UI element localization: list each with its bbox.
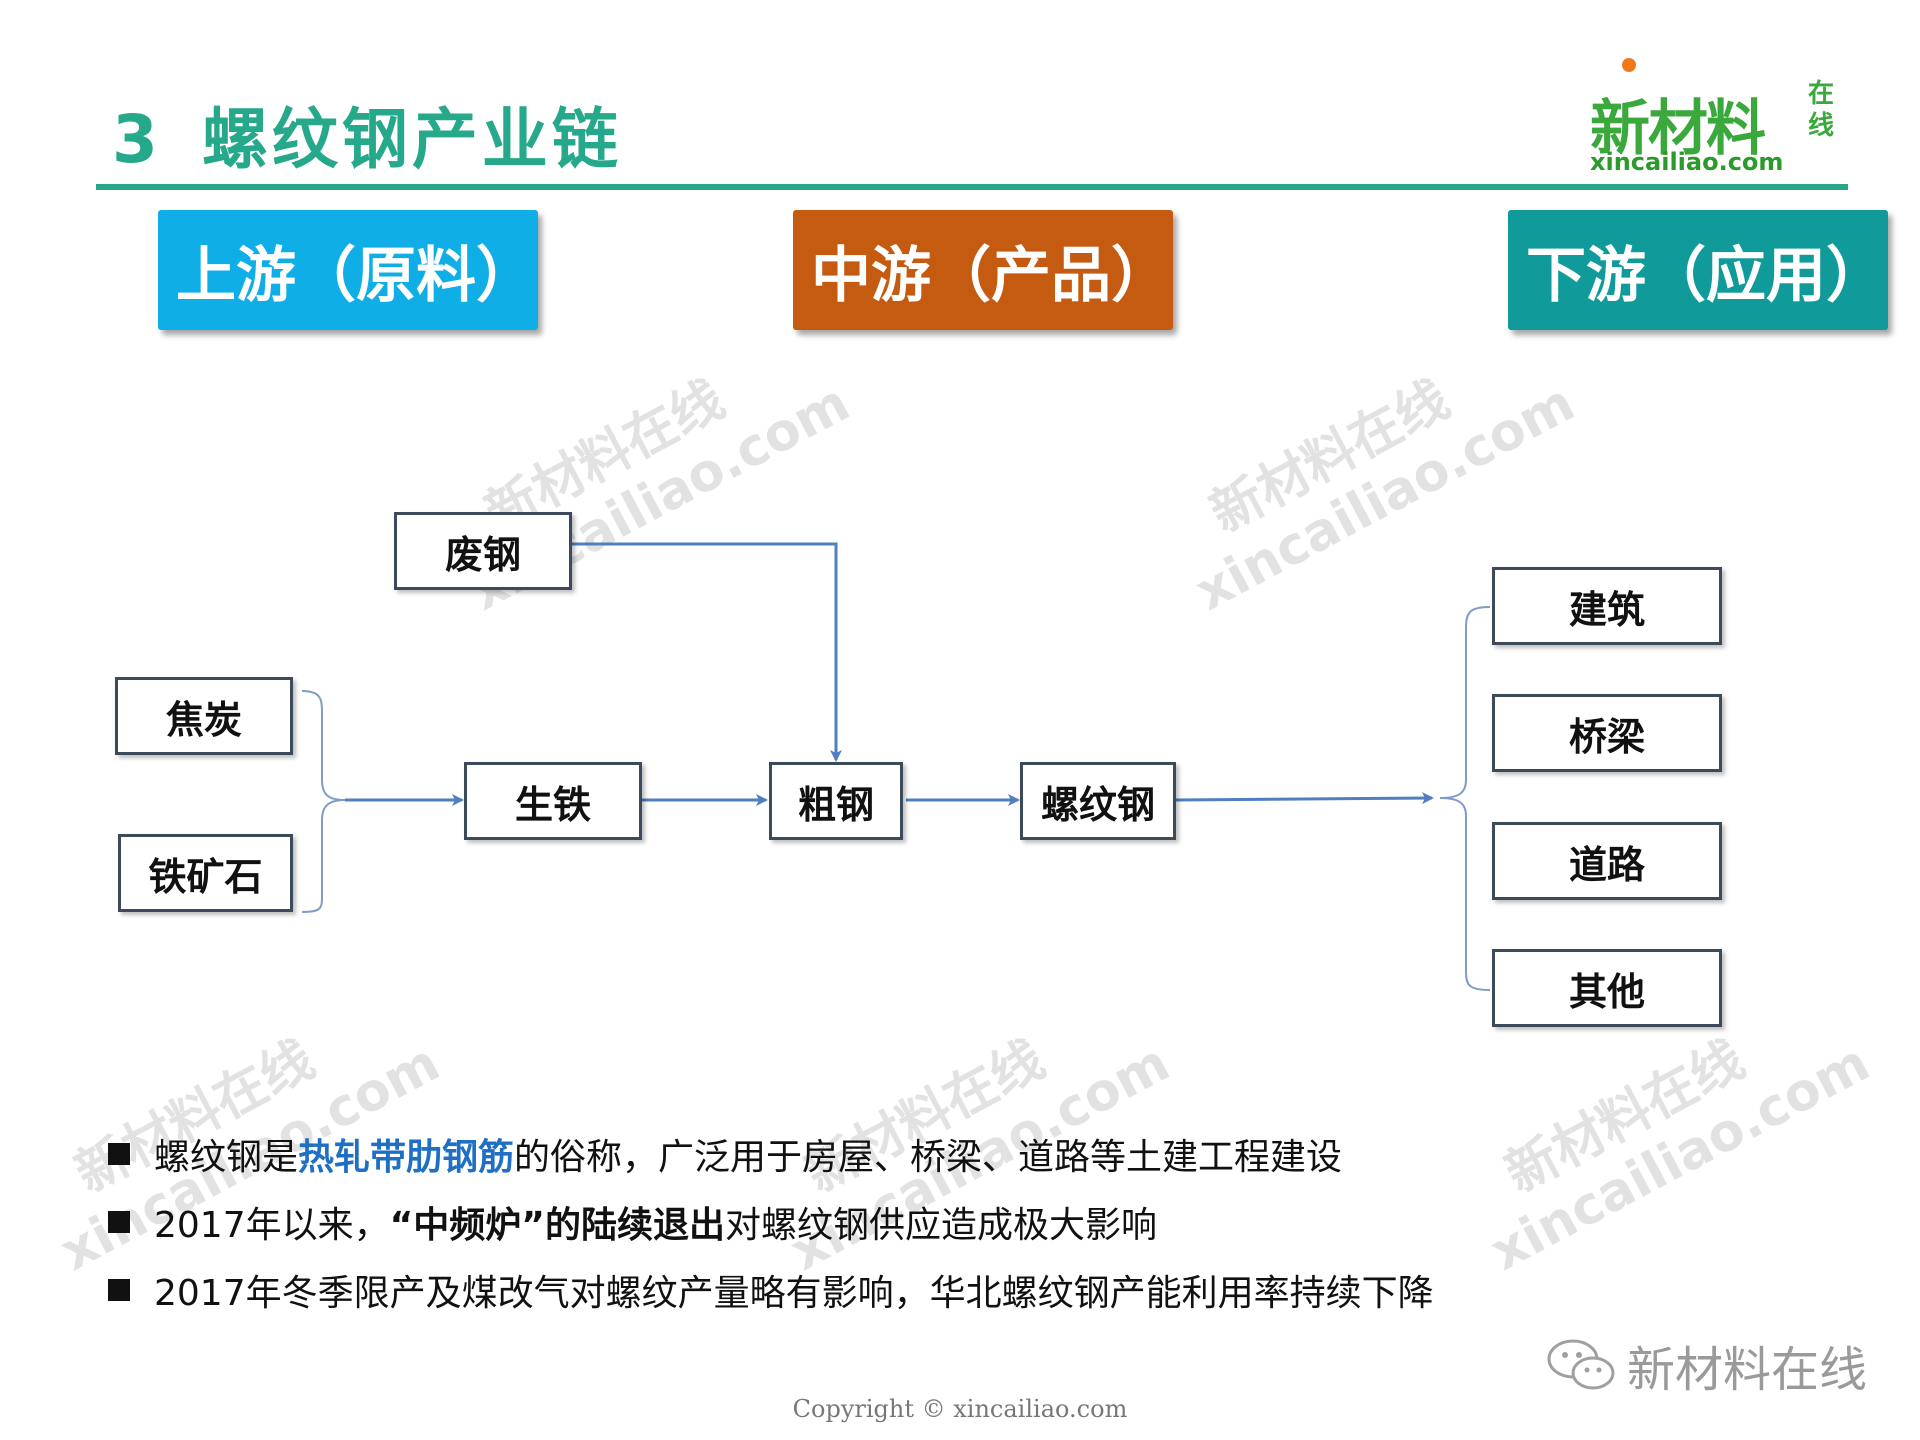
title-text: 螺纹钢产业链 (201, 101, 622, 178)
bullet-square-icon (108, 1279, 130, 1301)
bullet-item: 螺纹钢是 热轧带肋钢筋 的俗称，广泛用于房屋、桥梁、道路等土建工程建设 (108, 1120, 1828, 1188)
copyright-footer: Copyright © xincailiao.com (792, 1395, 1128, 1423)
logo-dot-icon (1622, 58, 1636, 72)
stage-upstream: 上游（原料） (158, 210, 538, 330)
bullet-highlight: “中频炉”的陆续退出 (389, 1205, 725, 1246)
node-bridges: 桥梁 (1492, 694, 1722, 772)
arrow-rebar-to-applications (1175, 792, 1434, 805)
wechat-account: 新材料在线 (1545, 1330, 1867, 1400)
bullet-item: 2017年以来，“中频炉”的陆续退出 对螺纹钢供应造成极大影响 (108, 1188, 1828, 1256)
bullet-square-icon (108, 1143, 130, 1165)
node-construction: 建筑 (1492, 567, 1722, 645)
title-divider (96, 184, 1848, 190)
arrow-scrap-to-crude-steel (572, 542, 842, 762)
bullet-list: 螺纹钢是 热轧带肋钢筋 的俗称，广泛用于房屋、桥梁、道路等土建工程建设 2017… (108, 1120, 1828, 1324)
node-scrap-steel: 废钢 (394, 512, 572, 590)
section-number: 3 (112, 101, 162, 178)
node-roads: 道路 (1492, 822, 1722, 900)
input-bracket (301, 690, 346, 913)
node-iron-ore: 铁矿石 (118, 834, 293, 912)
wechat-label: 新材料在线 (1627, 1342, 1868, 1398)
bullet-item: 2017年冬季限产及煤改气对螺纹产量略有影响，华北螺纹钢产能利用率持续下降 (108, 1256, 1828, 1324)
output-bracket (1439, 606, 1491, 991)
node-coke: 焦炭 (115, 677, 293, 755)
node-rebar: 螺纹钢 (1020, 762, 1176, 840)
page-title: 3 螺纹钢产业链 (112, 86, 622, 182)
logo-side-text: 在线 (1808, 79, 1835, 141)
node-pig-iron: 生铁 (464, 762, 642, 840)
stage-midstream: 中游（产品） (793, 210, 1173, 330)
wechat-icon (1547, 1339, 1615, 1390)
bullet-highlight: 热轧带肋钢筋 (298, 1137, 515, 1178)
logo-url: xincailiao.com (1590, 148, 1784, 176)
bullet-square-icon (108, 1211, 130, 1233)
stage-downstream: 下游（应用） (1508, 210, 1888, 330)
logo-main-text: 新材料 (1590, 94, 1766, 164)
brand-logo: 新材料 在线 xincailiao.com (1590, 58, 1890, 178)
node-crude-steel: 粗钢 (769, 762, 903, 840)
node-others: 其他 (1492, 949, 1722, 1027)
